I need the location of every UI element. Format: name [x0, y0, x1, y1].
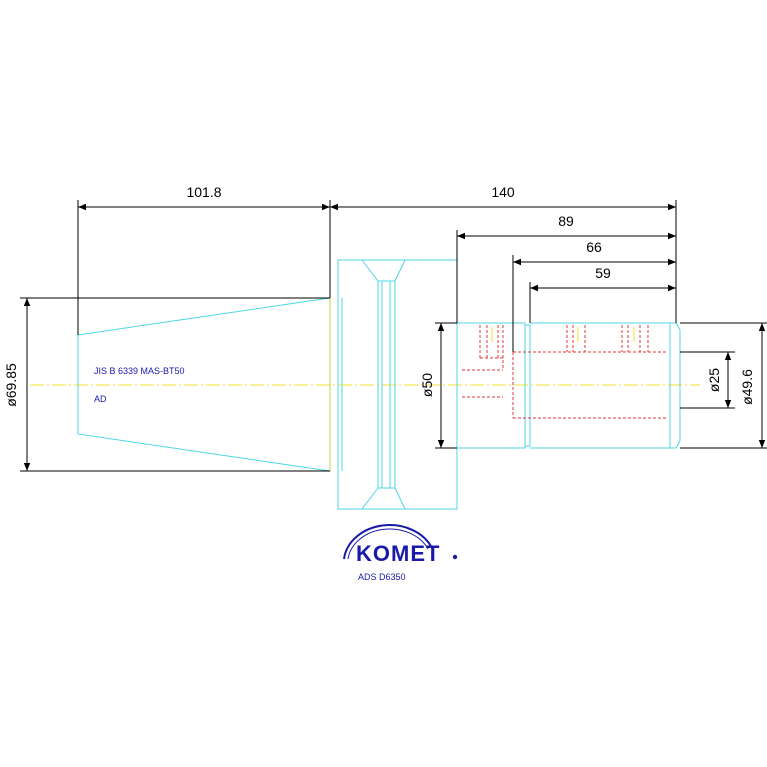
dimension-lines — [20, 200, 767, 472]
flange-outline — [337, 259, 458, 510]
order-number: ADS D6350 — [358, 572, 406, 582]
taper-outline — [77, 297, 331, 472]
dim-59: 59 — [595, 265, 611, 281]
hidden-lines — [462, 325, 666, 419]
dim-bore-dia: ø25 — [706, 368, 722, 392]
dim-shank-dia: ø50 — [419, 373, 435, 397]
note-standard: JIS B 6339 MAS-BT50 — [94, 366, 185, 376]
logo-arc-icon — [343, 524, 433, 560]
dim-66: 66 — [586, 239, 602, 255]
dim-outer-dia: ø49.6 — [739, 369, 755, 405]
dim-overall-length: 140 — [491, 184, 515, 200]
dim-89: 89 — [558, 213, 574, 229]
dim-taper-dia: ø69.85 — [3, 363, 19, 407]
tool-outline — [77, 259, 681, 510]
dim-taper-length: 101.8 — [186, 184, 221, 200]
note-variant: AD — [94, 394, 107, 404]
komet-logo: KOMET ADS D6350 — [343, 524, 458, 582]
logo-dot-icon — [452, 554, 458, 560]
logo-brand: KOMET — [356, 541, 440, 566]
